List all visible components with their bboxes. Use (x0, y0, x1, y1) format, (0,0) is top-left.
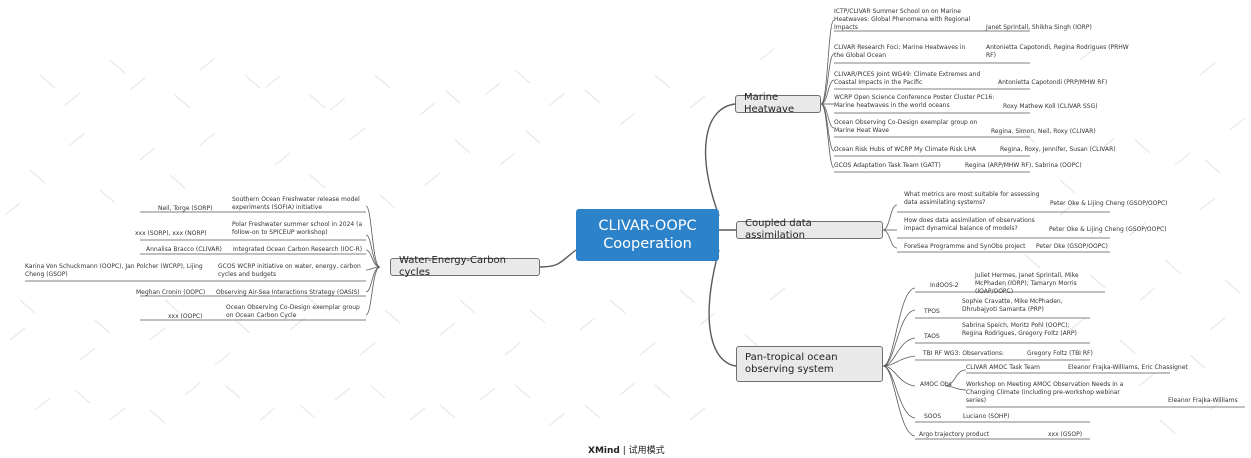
marine-item-people: Roxy Mathew Koll (CLIVAR SSG) (1003, 103, 1098, 110)
pantropical-item-topic[interactable]: TPOS (924, 308, 940, 315)
coupled-item-people: Peter Oke & Lijing Cheng (GSOP/OOPC) (1049, 226, 1167, 233)
pantropical-item-people: Juliet Hermes, Janet Sprintall, Mike McP… (975, 272, 1079, 295)
marine-item-topic[interactable]: CLIVAR Research Foci: Marine Heatwaves i… (834, 44, 966, 59)
pantropical-item-people: Gregory Foltz (TBI RF) (1027, 350, 1093, 357)
coupled-item-people: Peter Oke & Lijing Cheng (GSOP/OOPC) (1050, 200, 1168, 207)
marine-item-topic[interactable]: GCOS Adaptation Task Team (GATT) (834, 162, 941, 169)
pantropical-item-topic[interactable]: TAOS (924, 333, 940, 340)
watermark-brand: XMind (588, 446, 620, 456)
amoc-obs-topic[interactable]: AMOC Obs (920, 381, 952, 388)
topic-label: Pan-tropical ocean observing system (745, 352, 838, 375)
coupled-item-topic[interactable]: ForeSea Programme and SynObs project (904, 243, 1026, 250)
main-branches (539, 103, 737, 367)
watermark-mode: 试用模式 (628, 446, 665, 456)
topic-water-energy-carbon[interactable]: Water-Energy-Carbon cycles (390, 255, 540, 278)
topic-pan-tropical-ocean-observing[interactable]: Pan-tropical ocean observing system (736, 346, 883, 382)
watermark-dashes (4, 47, 1246, 434)
pantropical-item-people: Sabrina Speich, Moritz Pohl (OOPC); Regi… (962, 322, 1077, 337)
pantropical-item-topic[interactable]: SOOS (924, 413, 942, 420)
coupled-item-people: Peter Oke (GSOP/OOPC) (1036, 243, 1108, 250)
wec-item-topic[interactable]: Integrated Ocean Carbon Research (IOC-R) (233, 246, 363, 253)
topic-label: Water-Energy-Carbon cycles (399, 255, 506, 278)
wec-item-topic[interactable]: Ocean Observing Co-Design exemplar group… (226, 304, 360, 319)
marine-item-topic[interactable]: ICTP/CLIVAR Summer School on on Marine H… (834, 8, 971, 31)
marine-item-topic[interactable]: Ocean Risk Hubs of WCRP My Climate Risk … (834, 146, 977, 153)
wec-item-topic[interactable]: Southern Ocean Freshwater release model … (232, 196, 360, 211)
wec-item-people: Karina Von Schuckmann (OOPC), Jan Polche… (25, 263, 203, 278)
marine-item-people: Janet Sprintall, Shikha Singh (IORP) (986, 24, 1092, 31)
wec-item-people: xxx (OOPC) (168, 313, 203, 320)
topic-label: Coupled data assimilation (745, 218, 812, 241)
watermark-separator: | (622, 446, 629, 456)
pantropical-item-people: Luciano (SOHP) (963, 413, 1010, 420)
wec-item-topic[interactable]: Observing Air-Sea Interactions Strategy … (216, 289, 360, 296)
marine-item-topic[interactable]: CLIVAR/PICES Joint WG49: Climate Extreme… (834, 71, 981, 86)
marine-item-people: Regina (ARP/MHW RF), Sabrina (OOPC) (965, 162, 1082, 169)
amoc-item-topic[interactable]: CLIVAR AMOC Task Team (966, 364, 1041, 371)
coupled-item-topic[interactable]: How does data assimilation of observatio… (904, 217, 1035, 232)
topic-coupled-data-assimilation[interactable]: Coupled data assimilation (736, 218, 883, 241)
wec-item-people: Annalisa Bracco (CLIVAR) (146, 246, 222, 253)
wec-item-topic[interactable]: GCOS WCRP initiative on water, energy, c… (218, 263, 361, 278)
pantropical-item-topic[interactable]: IndOOS-2 (930, 282, 959, 289)
marine-item-topic[interactable]: Ocean Observing Co-Design exemplar group… (834, 119, 978, 134)
wec-item-people: Meghan Cronin (OOPC) (136, 289, 206, 296)
pantropical-item-topic[interactable]: Argo trajectory product (919, 431, 990, 438)
coupled-item-topic[interactable]: What metrics are most suitable for asses… (904, 191, 1040, 206)
amoc-item-people: Eleanor Frajka-Williams, Eric Chassignet (1068, 364, 1188, 371)
pantropical-item-people: Sophie Cravatte, Mike McPhaden, Dhrubajy… (962, 298, 1063, 313)
xmind-watermark: XMind | 试用模式 (588, 446, 665, 456)
amoc-item-people: Eleanor Frajka-Williams (1168, 397, 1238, 404)
wec-item-people: Neil, Torge (SORP) (158, 205, 213, 212)
sub-branches (25, 19, 1245, 440)
marine-item-people: Regina, Roxy, Jennifer, Susan (CLIVAR) (1000, 146, 1116, 153)
central-topic-line1: CLIVAR-OOPC (598, 218, 697, 234)
pantropical-item-people: xxx (GSOP) (1048, 431, 1083, 438)
marine-item-people: Regina, Simon, Neil, Roxy (CLIVAR) (991, 128, 1096, 135)
amoc-item-topic[interactable]: Workshop on Meeting AMOC Observation Nee… (966, 381, 1124, 404)
topic-marine-heatwave[interactable]: Marine Heatwave (735, 92, 821, 115)
pantropical-item-topic[interactable]: TBI RF WG3: Observations: (923, 350, 1004, 357)
wec-item-topic[interactable]: Polar Freshwater summer school in 2024 (… (232, 221, 363, 236)
central-topic[interactable]: CLIVAR-OOPC Cooperation (576, 209, 719, 261)
central-topic-line2: Cooperation (603, 236, 692, 252)
marine-item-people: Antonietta Capotondi, Regina Rodrigues (… (986, 44, 1129, 59)
topic-label: Marine Heatwave (744, 92, 795, 115)
wec-item-people: xxx (SORP), xxx (NORP) (135, 230, 207, 237)
marine-item-people: Antonietta Capotondi (PRP/MHW RF) (998, 79, 1108, 86)
marine-item-topic[interactable]: WCRP Open Science Conference Poster Clus… (834, 94, 995, 109)
